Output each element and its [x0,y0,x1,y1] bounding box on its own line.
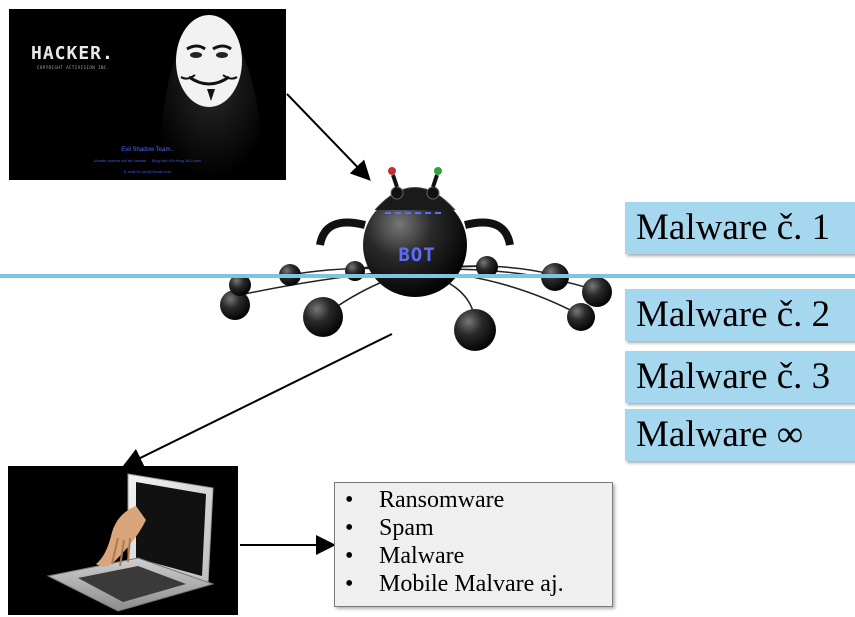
list-item: • Spam [345,514,564,542]
malware-box-3: Malware č. 3 [625,351,855,403]
malware-box-1: Malware č. 1 [625,202,855,254]
bullet-icon: • [345,487,354,513]
hacker-image: HACKER. COPYRIGHT ACTIVISION INC. Evil S… [9,9,286,180]
list-item: • Malware [345,542,564,570]
hacker-team: Evil Shadow Team.. [121,147,174,153]
list-item: • Ransomware [345,486,564,514]
hacker-title: HACKER. [31,43,114,64]
bullet-icon: • [345,543,354,569]
botnet-icon [220,167,612,351]
bullet-icon: • [345,571,354,597]
malware-box-2: Malware č. 2 [625,289,855,341]
bullet-icon: • [345,515,354,541]
bot-label: BOT [398,244,436,266]
list-item-label: Spam [379,515,434,541]
list-item-label: Ransomware [379,487,505,513]
arrow-bot-to-laptop [122,333,393,467]
list-item: • Mobile Malvare aj. [345,570,564,598]
hacker-email-line: E-mail:0x.sec@Gmail.com [123,169,172,174]
hacker-blog-line: Unsafe system will be hacked ... Blog:ht… [93,158,202,163]
malware-box-infinity: Malware ∞ [625,409,855,461]
arrow-hacker-to-bot [286,93,371,181]
laptop-hand-icon [46,473,215,612]
anonymous-mask-icon [159,15,264,180]
laptop-image [8,466,238,615]
hacker-copyright: COPYRIGHT ACTIVISION INC. [37,65,110,70]
list-item-label: Mobile Malvare aj. [379,571,564,597]
divider-line [0,274,855,278]
attack-types-list: • Ransomware • Spam • Malware • Mobile Malva… [334,482,613,607]
list-item-label: Malware [379,543,465,569]
